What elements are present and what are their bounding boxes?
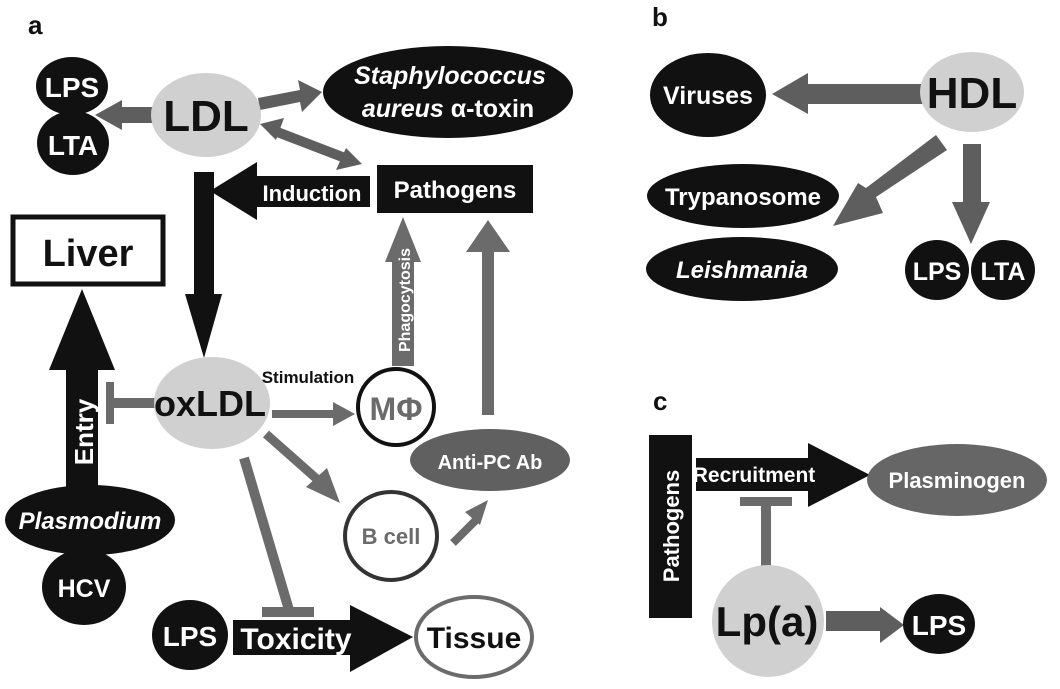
svg-text:B cell: B cell (362, 524, 421, 549)
node-lta-b: LTA (971, 240, 1035, 300)
stimulation-label: Stimulation (262, 368, 355, 387)
arrow-ldl-to-lps-lta (95, 100, 158, 130)
arrow-entry: Entry (49, 289, 115, 488)
node-pathogens: Pathogens (377, 165, 533, 213)
node-leishmania: Leishmania (646, 237, 838, 301)
arrow-hdl-to-trypanosome-leishmania (833, 135, 947, 226)
arrow-hdl-to-lps-lta (952, 144, 990, 244)
panel-b: b HDL Viruses Trypanosome (646, 2, 1035, 301)
arrow-induction: Induction (210, 162, 370, 220)
node-b-cell: B cell (343, 490, 439, 582)
node-lps-top: LPS (36, 57, 108, 115)
svg-text:Recruitment: Recruitment (693, 464, 816, 487)
svg-text:Induction: Induction (263, 181, 362, 206)
arrow-bcell-to-antipc (450, 500, 488, 546)
arrow-phagocytosis: Phagocytosis (385, 217, 421, 366)
node-plasminogen: Plasminogen (867, 444, 1047, 516)
svg-text:Lp(a): Lp(a) (716, 598, 819, 645)
svg-text:HCV: HCV (58, 575, 111, 603)
node-trypanosome: Trypanosome (647, 164, 839, 228)
svg-text:Tissue: Tissue (427, 622, 522, 655)
node-hcv: HCV (42, 549, 126, 625)
svg-text:Pathogens: Pathogens (659, 470, 684, 582)
inhibit-lpa-recruitment (740, 497, 792, 570)
svg-text:Plasmodium: Plasmodium (19, 508, 162, 535)
svg-text:LPS: LPS (45, 72, 99, 103)
node-liver: Liver (10, 214, 166, 287)
node-staphylococcus-aureus-toxin: Staphylococcus aureus α-toxin (323, 46, 573, 138)
svg-text:LPS: LPS (913, 258, 962, 286)
arrow-ldl-to-staph (258, 80, 322, 112)
panel-c: c Pathogens Recruitment Plasminogen (649, 386, 1047, 677)
node-ldl: LDL (151, 73, 261, 157)
arrow-lpa-to-lps (826, 607, 904, 643)
svg-text:LTA: LTA (48, 130, 98, 161)
svg-text:Trypanosome: Trypanosome (665, 184, 821, 211)
node-lps-b: LPS (905, 240, 969, 300)
arrow-toxicity: Toxicity (233, 605, 413, 672)
svg-text:Pathogens: Pathogens (394, 177, 517, 204)
svg-text:Plasminogen: Plasminogen (889, 468, 1026, 493)
svg-text:Anti-PC Ab: Anti-PC Ab (438, 452, 543, 474)
panel-c-label: c (653, 386, 667, 416)
node-viruses: Viruses (650, 53, 766, 137)
svg-text:Leishmania: Leishmania (676, 257, 808, 284)
node-lta-top: LTA (37, 111, 109, 175)
node-lps-bottom: LPS (152, 600, 228, 670)
svg-text:Viruses: Viruses (663, 82, 753, 110)
svg-text:LPS: LPS (912, 610, 966, 641)
node-plasmodium: Plasmodium (5, 485, 175, 555)
svg-text:Phagocytosis: Phagocytosis (397, 248, 414, 352)
node-hdl: HDL (920, 52, 1024, 132)
node-tissue: Tissue (414, 595, 534, 679)
arrow-recruitment: Recruitment (693, 443, 870, 507)
arrow-ldl-pathogens-bidirectional (260, 118, 362, 170)
panel-a-label: a (28, 10, 43, 40)
node-lps-c: LPS (903, 594, 975, 654)
node-lpa: Lp(a) (712, 565, 824, 677)
arrow-hdl-to-viruses (772, 73, 926, 114)
svg-text:aureus α-toxin: aureus α-toxin (362, 95, 534, 123)
inhibit-oxldl-toxicity (239, 456, 314, 617)
node-pathogens-c: Pathogens (649, 435, 692, 618)
panel-a: a LPS LTA LDL (5, 10, 573, 679)
svg-text:LDL: LDL (163, 92, 249, 141)
arrow-ldl-to-oxldl (185, 172, 222, 358)
svg-text:MΦ: MΦ (370, 391, 423, 427)
svg-text:Entry: Entry (69, 398, 99, 465)
svg-text:HDL: HDL (927, 69, 1017, 118)
node-oxldl: oxLDL (154, 357, 270, 449)
inhibit-oxldl-entry (106, 382, 158, 424)
arrow-oxldl-to-macrophage (272, 402, 355, 426)
node-anti-pc-ab: Anti-PC Ab (410, 429, 570, 491)
svg-text:LTA: LTA (981, 258, 1026, 286)
svg-text:LPS: LPS (163, 621, 217, 652)
svg-text:oxLDL: oxLDL (154, 383, 266, 424)
arrow-oxldl-to-bcell (263, 430, 340, 503)
svg-text:Staphylococcus: Staphylococcus (354, 62, 546, 90)
svg-text:Toxicity: Toxicity (240, 623, 351, 656)
arrow-antipc-to-pathogens (466, 220, 510, 415)
svg-text:Liver: Liver (43, 233, 134, 275)
node-macrophage: MΦ (356, 367, 436, 447)
panel-b-label: b (652, 2, 668, 32)
